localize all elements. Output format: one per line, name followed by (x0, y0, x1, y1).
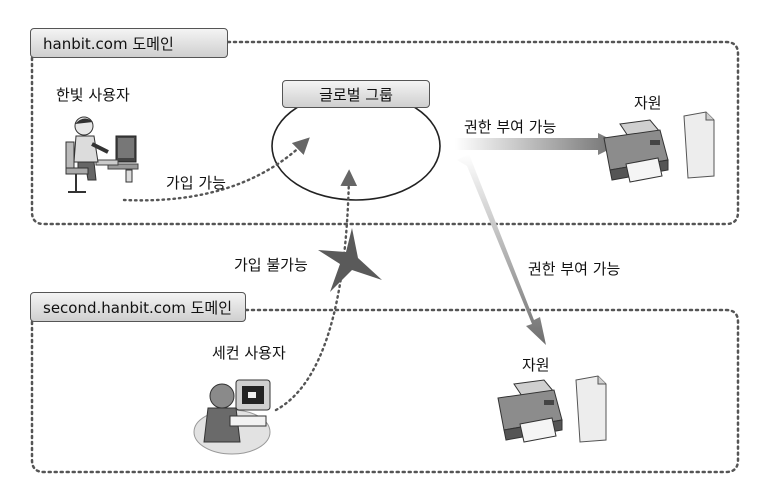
printer-icon-top (603, 119, 669, 183)
document-icon-top (683, 111, 715, 179)
join-impossible-label: 가입 불가능 (234, 256, 308, 274)
hanbit-user-icon (65, 116, 139, 193)
document-icon-bottom (575, 375, 607, 443)
global-group-label: 글로벌 그룹 (282, 80, 430, 108)
bottom-domain-box (30, 308, 740, 474)
blocked-star-icon (318, 228, 382, 292)
bottom-domain-label: second.hanbit.com 도메인 (30, 292, 246, 322)
grant-label-bottom: 권한 부여 가능 (528, 260, 621, 278)
grant-arrow-right (455, 133, 620, 155)
resource-label-bottom: 자원 (522, 356, 550, 374)
join-arrow-second (274, 169, 358, 412)
printer-icon-bottom (497, 379, 563, 443)
top-domain-label: hanbit.com 도메인 (30, 28, 228, 58)
second-user-icon (193, 379, 271, 455)
grant-label-top: 권한 부여 가능 (464, 118, 557, 136)
resource-label-top: 자원 (634, 94, 662, 112)
hanbit-user-label: 한빛 사용자 (56, 86, 130, 104)
top-domain-box (30, 40, 740, 226)
grant-arrow-down (457, 154, 546, 345)
second-user-label: 세컨 사용자 (212, 344, 286, 362)
join-arrow-hanbit (122, 137, 310, 202)
join-possible-label: 가입 가능 (166, 174, 226, 192)
